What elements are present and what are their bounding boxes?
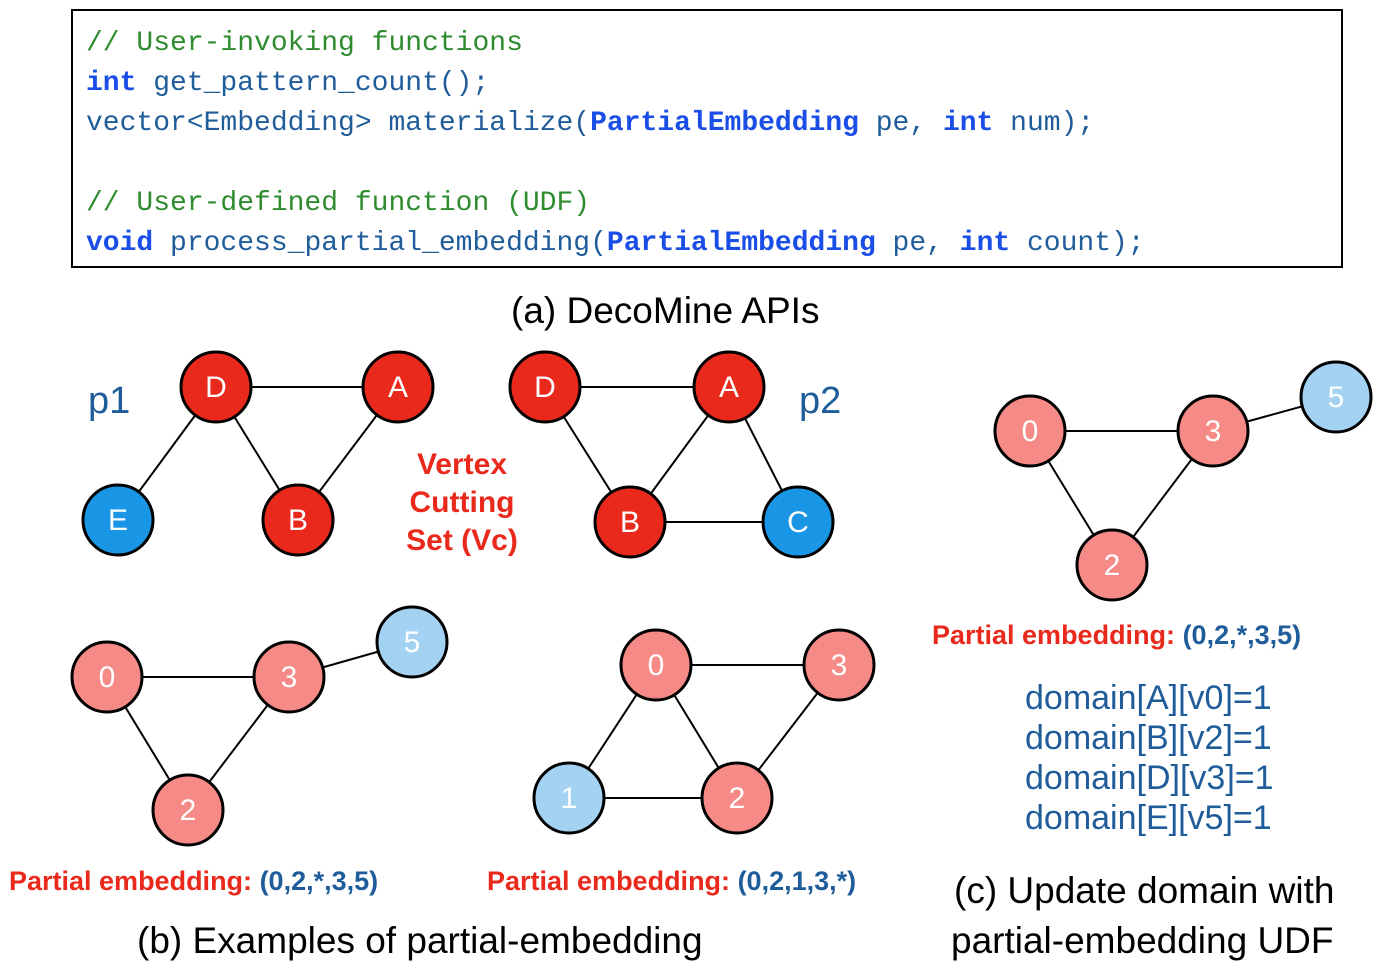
vc-line-3: Set (Vc)	[406, 524, 518, 557]
pattern-p1-node-E	[81, 483, 155, 557]
embedding-c-node-label-2: 2	[1104, 549, 1121, 582]
pattern-p2-node-label-A: A	[719, 371, 739, 404]
pattern-p1-label: p1	[88, 380, 131, 422]
code-token: PartialEmbedding	[606, 228, 876, 259]
code-token: vector<Embedding> materialize(	[86, 108, 591, 139]
code-token: count);	[1010, 228, 1145, 259]
embedding-1-node-label-3: 3	[281, 661, 298, 694]
code-line-5: // User-defined function (UDF)	[86, 187, 590, 221]
partial-embedding-b2: Partial embedding: (0,2,1,3,*)	[487, 865, 856, 897]
pattern-p1-node-D	[179, 350, 253, 424]
embedding-2-node-2	[700, 761, 774, 835]
pattern-p1-node-label-E: E	[108, 504, 128, 537]
embedding-2-node-0	[619, 628, 693, 702]
embedding-1-node-5	[375, 605, 449, 679]
embedding-2-node-label-2: 2	[729, 782, 746, 815]
embedding-1-node-label-2: 2	[180, 794, 197, 827]
embedding-2-node-label-0: 0	[648, 649, 665, 682]
domain-update-2: domain[B][v2]=1	[1025, 719, 1272, 757]
domain-update-1: domain[A][v0]=1	[1025, 679, 1272, 717]
embedding-1-graph: 0 3 5 2	[70, 605, 449, 847]
embedding-c-node-5	[1299, 360, 1373, 434]
embedding-c-node-3	[1176, 394, 1250, 468]
api-code-box: // User-invoking functions int get_patte…	[71, 9, 1343, 268]
embedding-1-node-label-0: 0	[99, 661, 116, 694]
pattern-p1-node-label-A: A	[388, 371, 408, 404]
code-token: // User-defined function (UDF)	[86, 188, 591, 219]
code-token: process_partial_embedding(	[153, 228, 607, 259]
vertex-cutting-set-label: Vertex Cutting Set (Vc)	[382, 446, 542, 560]
partial-embedding-b1: Partial embedding: (0,2,*,3,5)	[9, 865, 378, 897]
embedding-2-node-3	[802, 628, 876, 702]
pattern-p2-node-B	[593, 485, 667, 559]
embedding-c-node-0	[993, 394, 1067, 468]
code-token: num);	[993, 108, 1095, 139]
embedding-2-node-label-3: 3	[831, 649, 848, 682]
pattern-p2-node-D	[508, 350, 582, 424]
code-line-2: int get_pattern_count();	[86, 67, 489, 101]
pattern-p1-graph: D A E B	[81, 350, 435, 557]
pe-b1-label: Partial embedding:	[9, 866, 253, 896]
caption-b: (b) Examples of partial-embedding	[137, 920, 703, 961]
embedding-1-node-2	[151, 773, 225, 847]
pattern-p2-graph: D A B C	[508, 350, 835, 559]
pattern-p1-node-label-B: B	[288, 504, 308, 537]
pe-c-label: Partial embedding:	[932, 620, 1176, 650]
pe-b2-label: Partial embedding:	[487, 866, 731, 896]
code-line-1: // User-invoking functions	[86, 27, 523, 61]
pattern-p1-node-label-D: D	[205, 371, 227, 404]
vc-line-2: Cutting	[409, 486, 515, 519]
vc-line-1: Vertex	[416, 448, 508, 481]
pattern-p1-node-B	[261, 483, 335, 557]
pattern-p2-node-C	[761, 485, 835, 559]
caption-c-line-1: (c) Update domain with	[954, 870, 1335, 911]
code-token: int	[942, 108, 994, 139]
code-token: // User-invoking functions	[86, 28, 523, 59]
embedding-c-node-label-5: 5	[1328, 381, 1345, 414]
pattern-p2-node-label-D: D	[534, 371, 556, 404]
embedding-1-node-3	[252, 640, 326, 714]
code-token: int	[86, 68, 137, 99]
domain-update-4: domain[E][v5]=1	[1025, 799, 1272, 837]
embedding-2-node-label-1: 1	[561, 782, 578, 815]
pattern-p2-node-label-B: B	[620, 506, 640, 539]
domain-update-3: domain[D][v3]=1	[1025, 759, 1274, 797]
pe-b2-value: (0,2,1,3,*)	[737, 866, 857, 896]
code-token: pe,	[875, 228, 960, 259]
embedding-2-graph: 0 3 1 2	[532, 628, 876, 835]
embedding-c-node-2	[1075, 528, 1149, 602]
code-token: int	[959, 228, 1011, 259]
code-token: pe,	[858, 108, 943, 139]
embedding-1-node-label-5: 5	[404, 626, 421, 659]
caption-c-line-2: partial-embedding UDF	[951, 920, 1334, 961]
code-token: get_pattern_count();	[136, 68, 490, 99]
embedding-c-graph: 0 3 5 2	[993, 360, 1373, 602]
pattern-p1-node-A	[361, 350, 435, 424]
pe-c-value: (0,2,*,3,5)	[1182, 620, 1302, 650]
pattern-p2-node-label-C: C	[787, 506, 809, 539]
code-token: PartialEmbedding	[590, 108, 859, 139]
embedding-c-node-label-3: 3	[1205, 415, 1222, 448]
embedding-1-node-0	[70, 640, 144, 714]
embedding-c-node-label-0: 0	[1022, 415, 1039, 448]
pattern-p2-node-A	[692, 350, 766, 424]
caption-a: (a) DecoMine APIs	[511, 290, 820, 331]
embedding-2-node-1	[532, 761, 606, 835]
code-token: void	[86, 228, 154, 259]
pe-b1-value: (0,2,*,3,5)	[259, 866, 379, 896]
pattern-p2-label: p2	[799, 380, 842, 422]
code-line-6: void process_partial_embedding(PartialEm…	[86, 227, 1145, 261]
code-line-3: vector<Embedding> materialize(PartialEmb…	[86, 107, 1094, 141]
partial-embedding-c: Partial embedding: (0,2,*,3,5)	[932, 619, 1301, 651]
